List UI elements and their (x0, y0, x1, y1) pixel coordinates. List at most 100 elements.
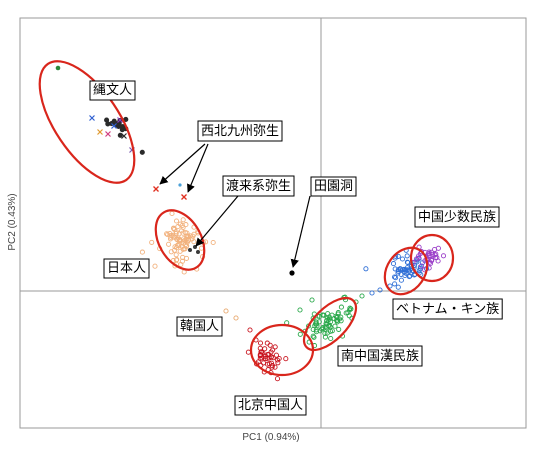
vietnam-kinh-ellipse (383, 246, 429, 296)
south-han-point (332, 323, 338, 329)
south-han-point (338, 304, 344, 310)
label-arrows (159, 143, 311, 268)
jomon-label-frame (89, 80, 136, 101)
nw-kyushu-arrow-1 (159, 143, 206, 185)
nw-kyushu-yayoi-label-frame (197, 120, 283, 142)
beijing-han-point (257, 353, 263, 359)
beijing-han-point (272, 344, 278, 350)
beijing-han-point (264, 340, 270, 346)
population-labels: 縄文人西北九州弥生渡来系弥生田園洞中国少数民族日本人ベトナム・キン族韓国人南中国… (89, 80, 503, 416)
japanese-point (173, 252, 179, 258)
vietnam-kinh-point (401, 269, 407, 275)
toraijin-yayoi-label-frame (222, 175, 295, 197)
korean-label-frame (176, 316, 223, 337)
japanese-point (180, 230, 186, 236)
japanese-point (176, 241, 182, 247)
jomon-label-box: 縄文人 (89, 80, 136, 101)
tianyuan-arrow (290, 195, 311, 268)
japanese-point (175, 224, 181, 230)
south-han-point (328, 335, 334, 342)
vietnam-kinh-point (392, 266, 398, 272)
japanese-point (180, 217, 186, 223)
japanese-point (173, 218, 180, 224)
south-han-point (336, 326, 342, 332)
jomon-sample-marker (105, 131, 111, 137)
beijing-han-point (257, 355, 263, 361)
jomon-point (139, 149, 145, 155)
south-han-point (312, 321, 319, 327)
south-han-point (322, 334, 328, 340)
x-axis-title: PC1 (0.94%) (242, 432, 299, 443)
japanese-point (168, 249, 174, 255)
china-minority-label-frame (414, 206, 500, 228)
japanese-point (164, 231, 170, 237)
china-minority-label: 中国少数民族 (418, 209, 496, 225)
south-han-point (297, 331, 303, 337)
south-han-point (347, 305, 353, 311)
sample-point (309, 297, 315, 303)
japanese-point (171, 225, 177, 232)
vietnam-kinh-point (406, 274, 412, 280)
jomon-ellipse (38, 60, 136, 184)
toraijin-yayoi-label: 渡来系弥生 (226, 178, 291, 194)
beijing-han-point (273, 352, 279, 358)
china-minority-point (419, 263, 425, 269)
sample-point (233, 315, 239, 321)
japanese-point (139, 249, 145, 255)
japanese-point (173, 229, 179, 235)
jomon-sample-marker (97, 129, 103, 135)
beijing-han-point (263, 353, 269, 359)
beijing-han-point (267, 342, 273, 348)
tianyuan-label-box: 田園洞 (310, 176, 357, 197)
vietnam-kinh-point (412, 259, 418, 265)
vietnam-kinh-label-box: ベトナム・キン族 (392, 298, 503, 320)
japanese-point (189, 236, 195, 242)
china-minority-point (416, 253, 422, 259)
south-han-label: 南中国漢民族 (341, 348, 419, 364)
vietnam-kinh-point (404, 259, 410, 265)
china-minority-point (416, 255, 422, 261)
south-han-point (313, 329, 320, 335)
nw-kyushu-arrow-2 (187, 143, 209, 193)
sample-point (369, 290, 375, 296)
china-minority-ellipse (409, 233, 455, 283)
korean-label-box: 韓国人 (176, 316, 223, 337)
south-han-point (348, 306, 354, 312)
china-minority-point (426, 252, 432, 258)
beijing-han-point (269, 364, 275, 370)
china-minority-point (431, 246, 438, 253)
south-han-point (334, 319, 340, 325)
beijing-han-point (262, 356, 268, 362)
beijing-han-point (283, 356, 289, 362)
south-han-point (343, 310, 349, 316)
beijing-han-point (257, 340, 264, 346)
south-han-point (311, 334, 317, 340)
china-minority-point (429, 258, 435, 264)
vietnam-kinh-label: ベトナム・キン族 (396, 301, 499, 317)
japanese-point (183, 222, 189, 228)
beijing-han-label-frame (234, 395, 307, 416)
vietnam-kinh-point (392, 281, 398, 287)
beijing-han-point (270, 347, 276, 353)
sample-point (178, 183, 182, 187)
japanese-point (172, 244, 178, 250)
vietnam-kinh-point (395, 268, 401, 274)
japanese-point (152, 263, 158, 269)
tianyuan-label-frame (310, 176, 357, 197)
nw-kyushu-yayoi-marker (153, 186, 159, 192)
vietnam-kinh-point (363, 266, 369, 272)
japanese-point (166, 241, 172, 247)
vietnam-kinh-point (395, 284, 401, 290)
vietnam-kinh-point (399, 256, 406, 262)
south-han-ellipse (302, 296, 358, 352)
beijing-han-label: 北京中国人 (238, 398, 303, 413)
south-han-point (320, 326, 326, 332)
beijing-han-point (276, 355, 282, 362)
jomon-label: 縄文人 (93, 83, 132, 98)
y-axis-title: PC2 (0.43%) (7, 193, 18, 250)
jomon-sample-marker (55, 65, 61, 71)
sample-point (247, 327, 253, 333)
vietnam-kinh-point (407, 273, 413, 279)
japanese-point (168, 233, 174, 239)
toraijin-yayoi-marker (196, 250, 200, 254)
